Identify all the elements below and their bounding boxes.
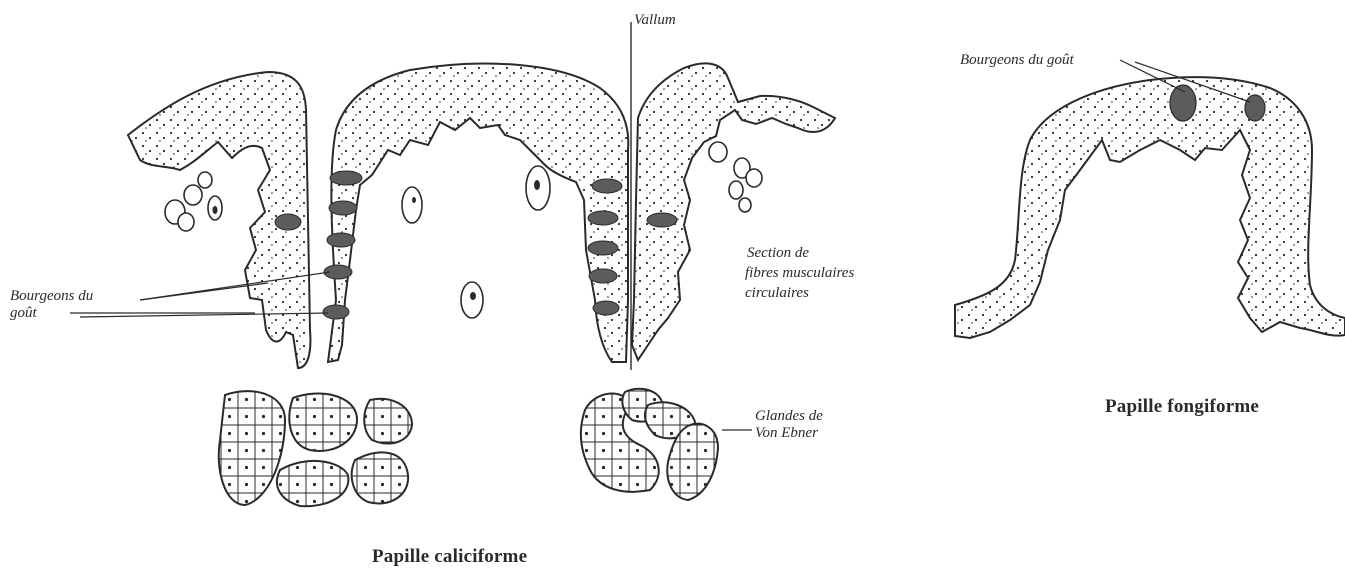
- label-glandes-1: Glandes de: [755, 408, 823, 425]
- central-papilla-epithelium: [328, 64, 628, 362]
- right-wall-epithelium: [632, 63, 835, 360]
- label-glandes-2: Von Ebner: [755, 425, 818, 442]
- von-ebner-glands-right: [581, 389, 718, 500]
- label-section-2: fibres musculaires: [745, 265, 854, 282]
- label-section-1: Section de: [747, 245, 809, 262]
- caption-fongiforme: Papille fongiforme: [1105, 396, 1259, 418]
- label-bourgeons-right: Bourgeons du goût: [960, 52, 1074, 69]
- label-section-3: circulaires: [745, 285, 809, 302]
- label-vallum: Vallum: [634, 12, 676, 29]
- label-bourgeons-left-1: Bourgeons du: [10, 288, 93, 305]
- fongiforme-papilla-epithelium: [955, 77, 1345, 338]
- label-bourgeons-left-2: goût: [10, 305, 37, 322]
- von-ebner-glands-left: [219, 391, 412, 506]
- caption-caliciforme: Papille caliciforme: [372, 546, 527, 568]
